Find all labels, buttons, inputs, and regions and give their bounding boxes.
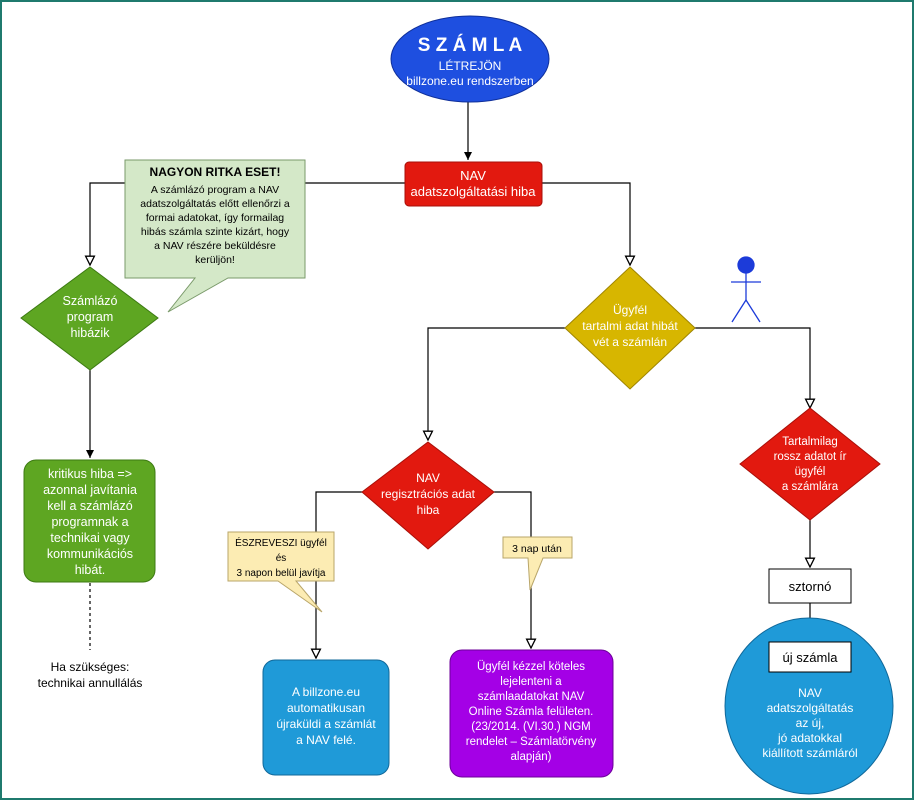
reg-error-line-3: hiba <box>417 503 440 517</box>
edge-reg-error-to-manual-report <box>494 491 531 648</box>
critical-line-5: technikai vagy <box>50 531 130 545</box>
node-manual-report: Ügyfél kézzel köteles lejelenteni a szám… <box>449 649 614 778</box>
manual-report-line-2: lejelenteni a <box>500 676 562 688</box>
nav-new-line-5: kiállított számláról <box>762 746 857 760</box>
wrong-data-line-3: ügyfél <box>795 466 826 478</box>
notice-note-line-1: ÉSZREVESZI ügyfél <box>235 536 327 549</box>
wrong-data-line-1: Tartalmilag <box>782 436 838 448</box>
manual-report-line-7: alapján) <box>511 751 552 763</box>
manual-report-line-3: számlaadatokat NAV <box>478 691 585 703</box>
critical-line-7: hibát. <box>75 563 106 577</box>
manual-report-line-1: Ügyfél kézzel köteles <box>477 661 585 673</box>
critical-line-2: azonnal javítania <box>43 483 137 497</box>
node-storno: sztornó <box>768 568 852 604</box>
client-error-line-2: tartalmi adat hibát <box>582 319 678 333</box>
edge-client-error-to-reg-error <box>428 327 565 440</box>
wrong-data-line-2: rossz adatot ír <box>774 451 847 463</box>
node-critical-error: kritikus hiba => azonnal javítania kell … <box>23 459 156 583</box>
rare-note-line-5: a NAV részére beküldésre <box>154 240 276 252</box>
node-auto-resend: A billzone.eu automatikusan újraküldi a … <box>262 659 390 776</box>
critical-line-1: kritikus hiba => <box>48 467 132 481</box>
note-after-3-days: 3 nap után <box>502 536 573 591</box>
edge-client-error-to-wrong-data <box>695 327 810 408</box>
wrong-data-line-4: a számlára <box>782 481 839 493</box>
node-technical-cancellation: Ha szükséges: technikai annullálás <box>38 660 143 690</box>
notice-note-line-2: és <box>276 553 287 564</box>
nav-new-line-3: az új, <box>796 716 825 730</box>
rare-note-line-3: formai adatokat, így formailag <box>146 212 284 224</box>
node-nav-data-service-error: NAV adatszolgáltatási hiba <box>404 161 543 207</box>
critical-line-3: kell a számlázó <box>47 499 132 513</box>
nav-new-line-2: adatszolgáltatás <box>767 701 854 715</box>
actor-icon <box>731 256 761 323</box>
reg-error-line-2: regisztrációs adat <box>381 487 476 501</box>
node-nav-new-data-service: új számla NAV adatszolgáltatás az új, jó… <box>724 617 894 795</box>
auto-resend-line-2: automatikusan <box>287 701 365 715</box>
manual-report-line-4: Online Számla felületen. <box>469 706 594 718</box>
start-line-2: billzone.eu rendszerben <box>406 74 533 88</box>
rare-note-title: NAGYON RITKA ESET! <box>150 165 281 179</box>
rare-note-line-4: hibás számla szinte kizárt, hogy <box>141 226 290 238</box>
nav-error-line-2: adatszolgáltatási hiba <box>410 184 536 199</box>
edge-reg-error-to-auto-resend <box>316 491 362 658</box>
days-note-text: 3 nap után <box>512 543 562 555</box>
client-error-line-1: Ügyfél <box>613 303 647 317</box>
notice-note-line-3: 3 napon belül javítja <box>237 568 326 579</box>
start-title: S Z Á M L A <box>418 34 523 56</box>
tech-cancel-line-2: technikai annullálás <box>38 676 143 690</box>
note-rare-case: NAGYON RITKA ESET! A számlázó program a … <box>124 159 306 313</box>
nav-new-line-1: NAV <box>798 686 822 700</box>
manual-report-line-5: (23/2014. (VI.30.) NGM <box>471 721 591 733</box>
storno-text: sztornó <box>789 579 832 594</box>
new-invoice-text: új számla <box>783 650 839 665</box>
program-error-line-3: hibázik <box>71 326 111 340</box>
node-client-content-error: Ügyfél tartalmi adat hibát vét a számlán <box>564 266 696 390</box>
start-line-1: LÉTREJÖN <box>439 58 502 73</box>
tech-cancel-line-1: Ha szükséges: <box>51 660 130 674</box>
client-error-line-3: vét a számlán <box>593 335 667 349</box>
node-program-error: Számlázó program hibázik <box>20 266 159 371</box>
critical-line-6: kommunikációs <box>47 547 133 561</box>
note-notice-3-days: ÉSZREVESZI ügyfél és 3 napon belül javít… <box>227 531 335 613</box>
auto-resend-line-1: A billzone.eu <box>292 685 360 699</box>
auto-resend-line-4: a NAV felé. <box>296 733 356 747</box>
nav-error-line-1: NAV <box>460 168 486 183</box>
auto-resend-line-3: újraküldi a számlát <box>276 717 376 731</box>
edge-nav-error-to-client-error <box>542 182 630 265</box>
node-wrong-content-data: Tartalmilag rossz adatot ír ügyfél a szá… <box>739 407 881 521</box>
manual-report-line-6: rendelet – Számlatörvény <box>466 736 597 748</box>
rare-note-line-2: adatszolgáltatás előtt ellenőrzi a <box>140 198 290 210</box>
node-start: S Z Á M L A LÉTREJÖN billzone.eu rendsze… <box>390 15 550 103</box>
program-error-line-2: program <box>67 310 114 324</box>
rare-note-line-1: A számlázó program a NAV <box>151 184 279 196</box>
critical-line-4: programnak a <box>51 515 128 529</box>
nav-new-line-4: jó adatokkal <box>777 731 842 745</box>
node-nav-registration-error: NAV regisztrációs adat hiba <box>361 441 495 550</box>
reg-error-line-1: NAV <box>416 471 440 485</box>
program-error-line-1: Számlázó <box>63 294 118 308</box>
rare-note-line-6: kerüljön! <box>195 254 235 266</box>
